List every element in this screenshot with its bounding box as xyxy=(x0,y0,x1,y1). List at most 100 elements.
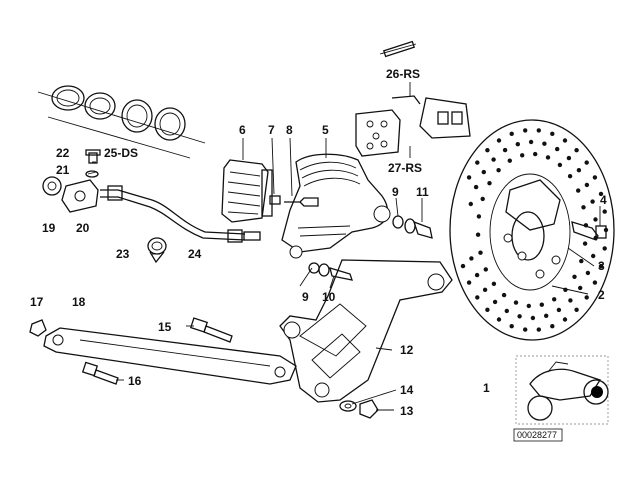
label-part-15: 15 xyxy=(158,320,172,334)
disc-drill-hole xyxy=(496,138,502,143)
disc-drill-hole xyxy=(592,280,598,285)
disc-drill-hole xyxy=(492,299,498,305)
disc-drill-hole xyxy=(496,168,501,173)
disc-drill-hole xyxy=(507,158,512,163)
disc-bolt xyxy=(571,221,607,241)
disc-drill-hole xyxy=(566,155,572,161)
disc-drill-hole xyxy=(572,274,577,279)
hose-clip xyxy=(147,237,167,264)
disc-drill-hole xyxy=(487,181,492,186)
part-labels: 1 2 3 4 5 6 7 8 9 9 10 11 12 13 14 15 16… xyxy=(30,67,607,418)
caliper-carrier xyxy=(279,259,453,403)
label-part-20: 20 xyxy=(76,221,90,235)
disc-drill-hole xyxy=(576,168,582,173)
disc-drill-hole xyxy=(491,281,497,286)
label-part-10: 10 xyxy=(322,290,336,304)
label-kit-26-rs: 26-RS xyxy=(386,67,420,81)
label-part-3: 3 xyxy=(598,259,605,273)
label-part-24: 24 xyxy=(188,247,202,261)
disc-drill-hole xyxy=(460,263,466,269)
label-part-6: 6 xyxy=(239,123,246,137)
position-marker-icon xyxy=(591,386,603,398)
label-kit-25-ds: 25-DS xyxy=(104,146,138,160)
caliper-bolt-lower xyxy=(308,262,353,281)
disc-drill-hole xyxy=(536,128,541,133)
disc-drill-hole xyxy=(584,160,589,165)
disc-drill-hole xyxy=(496,317,502,322)
disc-drill-hole xyxy=(482,287,488,292)
disc-drill-hole xyxy=(602,246,607,251)
disc-drill-hole xyxy=(590,199,595,204)
disc-drill-hole xyxy=(533,151,538,157)
disc-drill-hole xyxy=(557,162,563,168)
drawing-code-box: 00028277 xyxy=(513,428,563,442)
disc-drill-hole xyxy=(581,205,586,210)
disc-drill-hole xyxy=(501,292,507,298)
disc-drill-hole xyxy=(592,175,598,180)
pad-kit xyxy=(355,40,471,157)
disc-drill-hole xyxy=(585,270,591,276)
disc-drill-hole xyxy=(476,214,482,219)
label-part-2: 2 xyxy=(598,288,605,302)
motorcycle-inset xyxy=(515,355,609,425)
disc-drill-hole xyxy=(591,253,596,259)
disc-holes xyxy=(460,128,609,332)
disc-drill-hole xyxy=(475,295,480,300)
disc-drill-hole xyxy=(466,175,472,180)
disc-drill-hole xyxy=(473,184,479,190)
brake-pad-set xyxy=(221,159,273,223)
brake-disc xyxy=(449,119,615,341)
torque-arm xyxy=(43,327,297,385)
leader-lines xyxy=(87,82,601,411)
disc-drill-hole xyxy=(584,182,590,188)
washer-nut xyxy=(339,399,379,419)
disc-drill-hole xyxy=(474,272,480,278)
disc-drill-hole xyxy=(598,191,604,197)
label-part-9-lower: 9 xyxy=(302,290,309,304)
disc-drill-hole xyxy=(567,174,573,179)
disc-drill-hole xyxy=(544,313,549,318)
disc-drill-hole xyxy=(582,241,588,246)
label-part-19: 19 xyxy=(42,221,56,235)
drawing-code: 00028277 xyxy=(517,430,557,440)
label-part-13: 13 xyxy=(400,404,414,418)
bleed-screw-group xyxy=(42,149,101,213)
disc-drill-hole xyxy=(509,131,514,136)
disc-drill-hole xyxy=(475,160,480,165)
label-part-14: 14 xyxy=(400,383,414,397)
disc-drill-hole xyxy=(526,303,531,309)
piston-seal-kit xyxy=(37,85,206,159)
label-part-8: 8 xyxy=(286,123,293,137)
disc-drill-hole xyxy=(584,295,589,300)
disc-drill-hole xyxy=(502,147,508,153)
caliper-pins xyxy=(269,195,319,207)
disc-drill-hole xyxy=(481,169,486,175)
disc-drill-hole xyxy=(504,308,509,314)
disc-drill-hole xyxy=(576,188,581,193)
disc-drill-hole xyxy=(574,148,579,153)
disc-drill-hole xyxy=(478,250,483,255)
disc-drill-hole xyxy=(491,157,496,162)
disc-drill-hole xyxy=(598,263,604,269)
disc-drill-hole xyxy=(550,324,555,329)
disc-drill-hole xyxy=(602,209,607,214)
disc-drill-hole xyxy=(513,300,519,305)
disc-drill-hole xyxy=(469,256,474,261)
caliper-bolt-upper xyxy=(392,215,433,239)
disc-drill-hole xyxy=(480,196,485,202)
label-part-21: 21 xyxy=(56,163,70,177)
disc-drill-hole xyxy=(485,148,490,153)
disc-drill-hole xyxy=(579,258,584,264)
disc-drill-hole xyxy=(468,201,473,207)
disc-drill-hole xyxy=(562,138,568,143)
disc-drill-hole xyxy=(483,267,488,272)
disc-drill-hole xyxy=(542,141,547,146)
disc-drill-hole xyxy=(530,315,536,321)
disc-drill-hole xyxy=(593,217,598,222)
label-part-12: 12 xyxy=(400,343,414,357)
disc-drill-hole xyxy=(523,327,528,332)
disc-drill-hole xyxy=(509,324,514,329)
label-part-17: 17 xyxy=(30,295,44,309)
disc-drill-hole xyxy=(515,142,520,147)
